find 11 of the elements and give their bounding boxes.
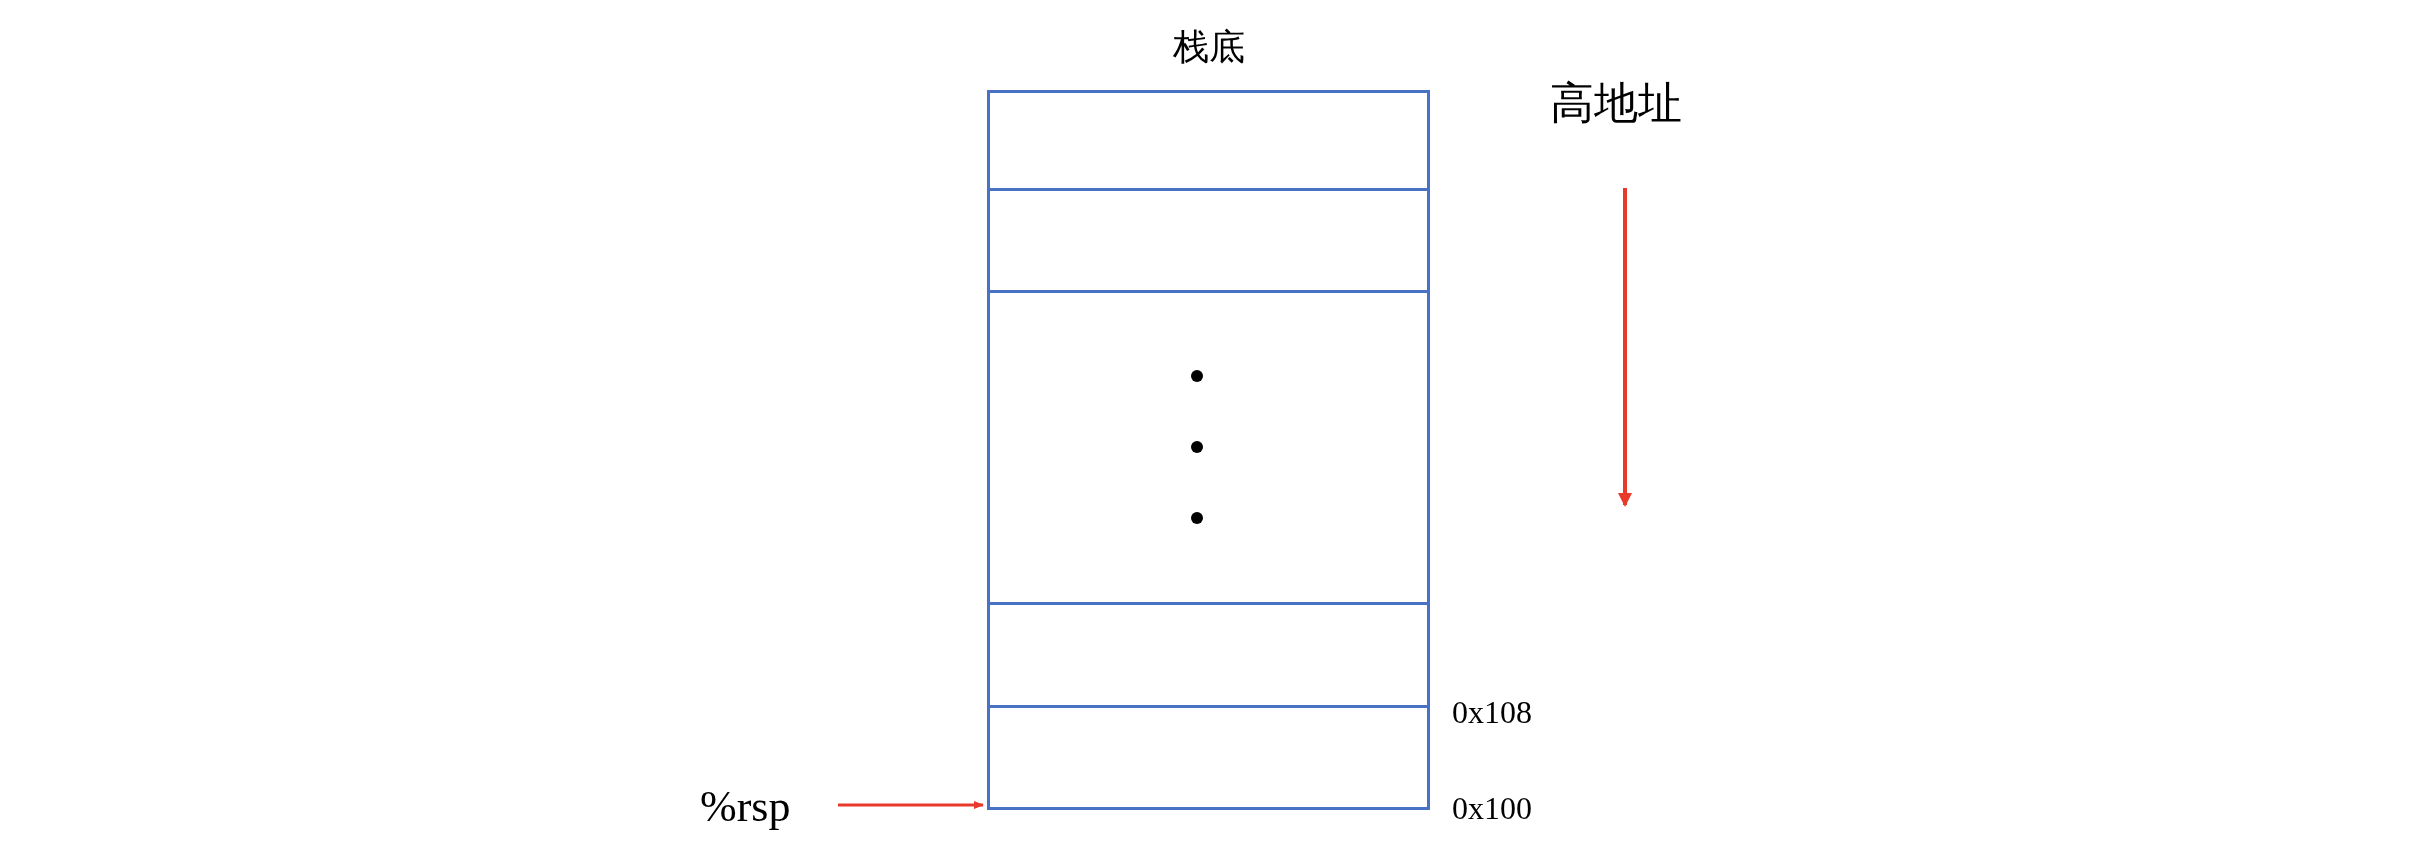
- address-label: 0x100: [1452, 789, 1532, 828]
- address-note: 高地址: [1550, 76, 1682, 130]
- stack-cell: [987, 188, 1430, 293]
- stack-cell: [987, 90, 1430, 191]
- register-label: %rsp: [700, 780, 791, 834]
- stack-heading: 栈底: [1172, 25, 1245, 69]
- arrow: [838, 801, 984, 809]
- address-label: 0x108: [1452, 693, 1532, 732]
- stack-cell: [987, 705, 1430, 810]
- stack-cell: [987, 290, 1430, 605]
- stack-cell: [987, 602, 1430, 708]
